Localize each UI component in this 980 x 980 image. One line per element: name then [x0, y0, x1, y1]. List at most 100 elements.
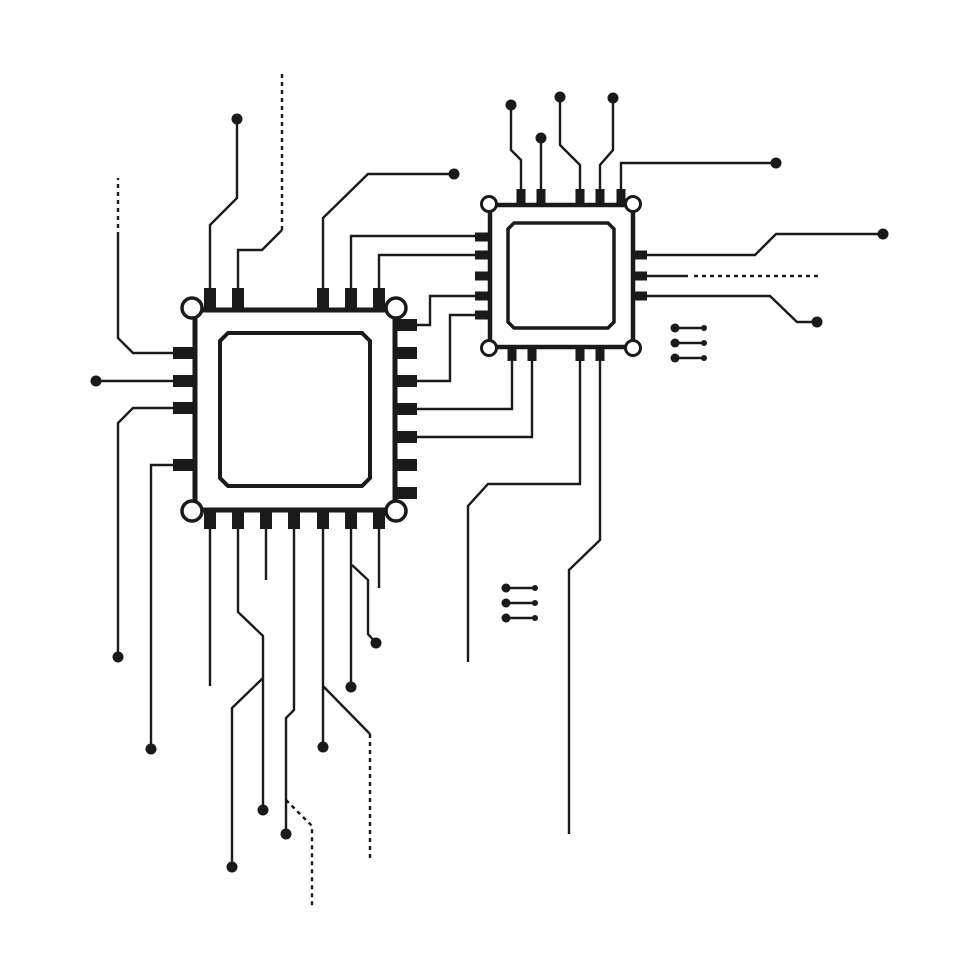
trace-15 [236, 529, 265, 810]
main-bottom-pin-4 [288, 511, 300, 529]
main-right-pin-4 [397, 403, 417, 415]
solder-dot-icon [701, 340, 707, 346]
main-top-pin-1 [204, 288, 216, 308]
trace-2 [236, 229, 283, 290]
trace-5 [377, 253, 475, 290]
secondary-top-pin-4 [595, 189, 605, 204]
solder-dot-icon [257, 804, 269, 816]
dashed-trace-4 [285, 799, 314, 908]
solder-dot-icon [90, 375, 102, 387]
trace-22 [230, 677, 264, 866]
trace-12 [417, 361, 514, 411]
trace-21 [351, 564, 377, 644]
trace-13 [417, 361, 534, 439]
secondary-left-pin-5 [475, 310, 489, 320]
trace-8 [116, 406, 173, 657]
main-right-pin-5 [397, 431, 417, 443]
secondary-top-pin-2 [536, 189, 546, 204]
main-left-pin-3 [173, 402, 193, 414]
main-bottom-pin-2 [232, 511, 244, 529]
secondary-chip-mounting-hole-tl [480, 195, 498, 213]
main-right-pin-2 [397, 347, 417, 359]
solder-dot-icon [532, 600, 538, 606]
main-right-pin-1 [397, 319, 417, 331]
trace-26 [558, 97, 582, 189]
solder-dot-icon [701, 325, 707, 331]
solder-dot-icon [701, 355, 707, 361]
solder-dot-icon [877, 228, 889, 240]
secondary-chip-die [506, 221, 616, 330]
secondary-right-pin-2 [633, 271, 647, 281]
solder-dot-icon [501, 613, 511, 623]
trace-4 [349, 234, 475, 290]
main-bottom-pin-6 [345, 511, 357, 529]
secondary-left-pin-1 [475, 232, 489, 242]
secondary-bottom-pin-2 [527, 348, 537, 361]
trace-24 [509, 105, 523, 189]
main-chip-pins [173, 288, 417, 529]
main-bottom-pin-5 [317, 511, 329, 529]
solder-dot-icon [811, 316, 823, 328]
main-chip [173, 288, 417, 529]
trace-11 [417, 313, 475, 383]
secondary-left-pin-2 [475, 250, 489, 260]
secondary-chip-mounting-hole-bl [480, 339, 498, 357]
solder-dot-icon [770, 157, 782, 169]
main-bottom-pin-3 [260, 511, 272, 529]
trace-33 [567, 361, 602, 834]
solder-dot-icon [607, 92, 619, 104]
trace-10 [417, 294, 475, 327]
main-left-pin-4 [173, 459, 193, 471]
solder-dot-icon [532, 585, 538, 591]
solder-dot-icon [501, 583, 511, 593]
trace-32 [466, 361, 582, 662]
trace-terminals [90, 91, 889, 873]
secondary-top-pin-3 [575, 189, 585, 204]
connector-group-center [501, 583, 538, 623]
trace-31 [647, 294, 817, 324]
solder-dot-icon [280, 828, 292, 840]
main-left-pin-2 [173, 375, 193, 387]
secondary-bottom-pin-1 [507, 348, 517, 361]
main-top-pin-4 [345, 288, 357, 308]
trace-3 [321, 172, 454, 290]
solder-dot-icon [448, 168, 460, 180]
solder-dot-icon [670, 323, 680, 333]
solder-dot-icon [554, 91, 566, 103]
trace-29 [647, 232, 883, 257]
circuit-traces [96, 97, 883, 866]
solder-dot-icon [345, 681, 357, 693]
solder-dot-icon [370, 637, 382, 649]
solder-dot-icon [532, 615, 538, 621]
solder-dot-icon [670, 353, 680, 363]
solder-dot-icon [231, 113, 243, 125]
solder-dot-icon [670, 338, 680, 348]
solder-dot-icon [112, 651, 124, 663]
secondary-bottom-pin-4 [595, 348, 605, 361]
dashed-traces [116, 72, 818, 908]
secondary-bottom-pin-3 [575, 348, 585, 361]
trace-28 [619, 161, 776, 189]
main-bottom-pin-1 [204, 511, 216, 529]
main-top-pin-3 [317, 288, 329, 308]
trace-23 [322, 685, 371, 735]
connector-groups [501, 323, 707, 623]
main-right-pin-7 [397, 487, 417, 499]
main-chip-mounting-hole-tr [384, 296, 408, 320]
secondary-top-pin-5 [616, 189, 626, 204]
main-chip-mounting-hole-bl [180, 499, 204, 523]
solder-dot-icon [505, 99, 517, 111]
trace-6 [116, 236, 173, 355]
secondary-top-pin-1 [516, 189, 526, 204]
secondary-right-pin-1 [633, 250, 647, 260]
main-bottom-pin-7 [373, 511, 385, 529]
main-left-pin-1 [173, 347, 193, 359]
secondary-chip-mounting-hole-tr [624, 195, 642, 213]
secondary-left-pin-4 [475, 291, 489, 301]
trace-9 [149, 463, 173, 749]
solder-dot-icon [317, 741, 329, 753]
solder-dot-icon [501, 598, 511, 608]
